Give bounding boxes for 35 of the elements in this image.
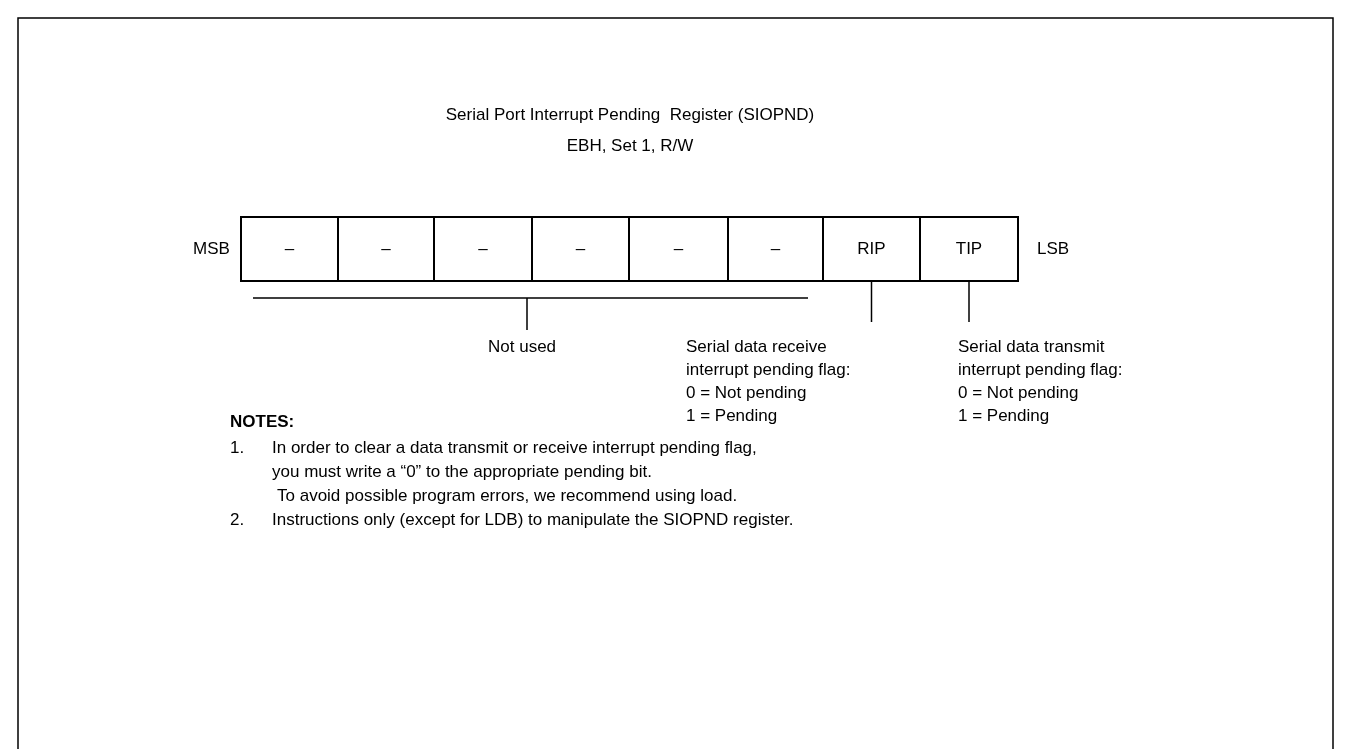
description-text: Serial data receive interrupt pending flag: <box>686 336 852 381</box>
bit-name: – <box>770 239 781 259</box>
bit-cell <box>531 216 630 282</box>
value-text: 1 = Pending <box>686 405 779 427</box>
note-number: 1. <box>230 437 245 459</box>
field-label: Not used <box>488 336 557 358</box>
value-text: 0 = Not pending <box>958 382 1080 404</box>
bit-name: – <box>478 239 488 259</box>
bit-name: TIP <box>955 239 983 259</box>
bit-name: – <box>575 239 586 259</box>
bit-cell <box>919 216 1019 282</box>
note-number: 2. <box>230 509 245 531</box>
value-text: 0 = Not pending <box>686 382 808 404</box>
leader-line <box>968 281 970 323</box>
bit-cell <box>240 216 339 282</box>
bit-name: – <box>381 239 391 259</box>
bit-cell <box>337 216 435 282</box>
bit-cell <box>628 216 729 282</box>
note-text: To avoid possible program errors, we recommend using load. <box>277 485 738 507</box>
bit-cell <box>822 216 921 282</box>
register-address: EBH, Set 1, R/W <box>566 136 694 155</box>
bit-name: – <box>284 239 295 259</box>
bit-name: RIP <box>857 239 886 259</box>
notes-heading: NOTES: <box>230 411 295 433</box>
description-text: Serial data transmit interrupt pending flag: <box>958 336 1124 381</box>
lsb-label: LSB <box>1037 238 1070 260</box>
note-text: In order to clear a data transmit or receive interrupt pending flag, you must write a “0” to the appropriate pending bit. <box>272 437 758 483</box>
leader-line <box>870 281 873 323</box>
bit-cell <box>433 216 533 282</box>
value-text: 1 = Pending <box>958 405 1051 427</box>
register-title: Serial Port Interrupt Pending Register (SIOPND) <box>445 105 815 124</box>
bit-name: – <box>673 239 684 259</box>
note-text: Instructions only (except for LDB) to manipulate the SIOPND register. <box>272 509 794 531</box>
bit-cell <box>727 216 824 282</box>
msb-label: MSB <box>193 238 230 260</box>
